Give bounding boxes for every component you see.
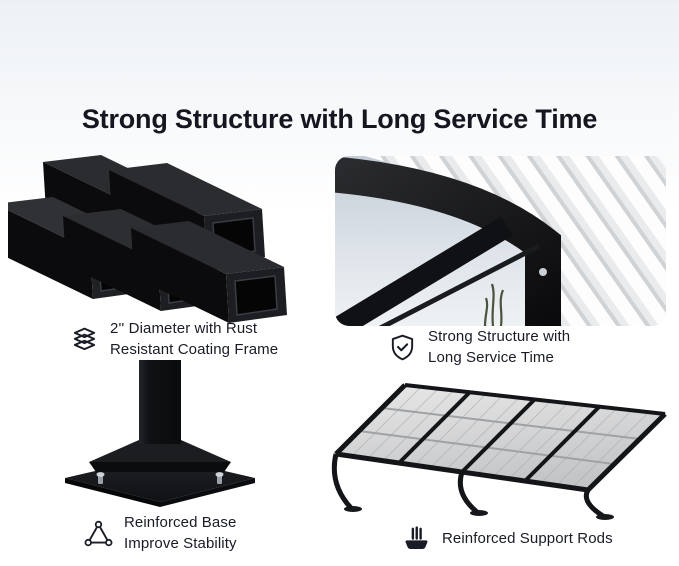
steel-tubes-illustration <box>0 155 287 323</box>
triangle-nodes-icon <box>84 520 113 546</box>
page-title: Strong Structure with Long Service Time <box>81 104 598 134</box>
feature-caption-structure: Strong Structure with Long Service Time <box>388 326 570 368</box>
caption-line: Reinforced Base <box>124 514 237 531</box>
tubes-image <box>0 150 310 326</box>
hand-rods-icon <box>405 526 428 550</box>
caption-line: Improve Stability <box>124 535 237 552</box>
feature-caption-frame: 2'' Diameter with Rust Resistant Coating… <box>70 318 278 360</box>
layers-icon <box>73 327 96 350</box>
caption-line: 2'' Diameter with Rust <box>110 320 258 337</box>
caption-line: Reinforced Support Rods <box>442 530 613 547</box>
feature-caption-rods: Reinforced Support Rods <box>402 524 613 553</box>
reinforced-base-illustration <box>65 360 255 507</box>
feature-caption-base: Reinforced Base Improve Stability <box>84 512 237 554</box>
support-rods-illustration <box>331 383 667 520</box>
base-post-image <box>55 360 265 510</box>
shield-check-icon <box>391 334 414 360</box>
caption-text: Strong Structure with Long Service Time <box>428 326 570 368</box>
corner-photo <box>335 156 666 326</box>
caption-line: Long Service Time <box>428 349 554 366</box>
caption-text: Reinforced Support Rods <box>442 528 613 549</box>
carport-corner-illustration <box>335 156 666 326</box>
caption-line: Resistant Coating Frame <box>110 341 279 358</box>
caption-line: Strong Structure with <box>428 328 571 345</box>
caption-text: 2'' Diameter with Rust Resistant Coating… <box>110 318 278 360</box>
canopy-image <box>330 378 672 520</box>
caption-text: Reinforced Base Improve Stability <box>124 512 237 554</box>
